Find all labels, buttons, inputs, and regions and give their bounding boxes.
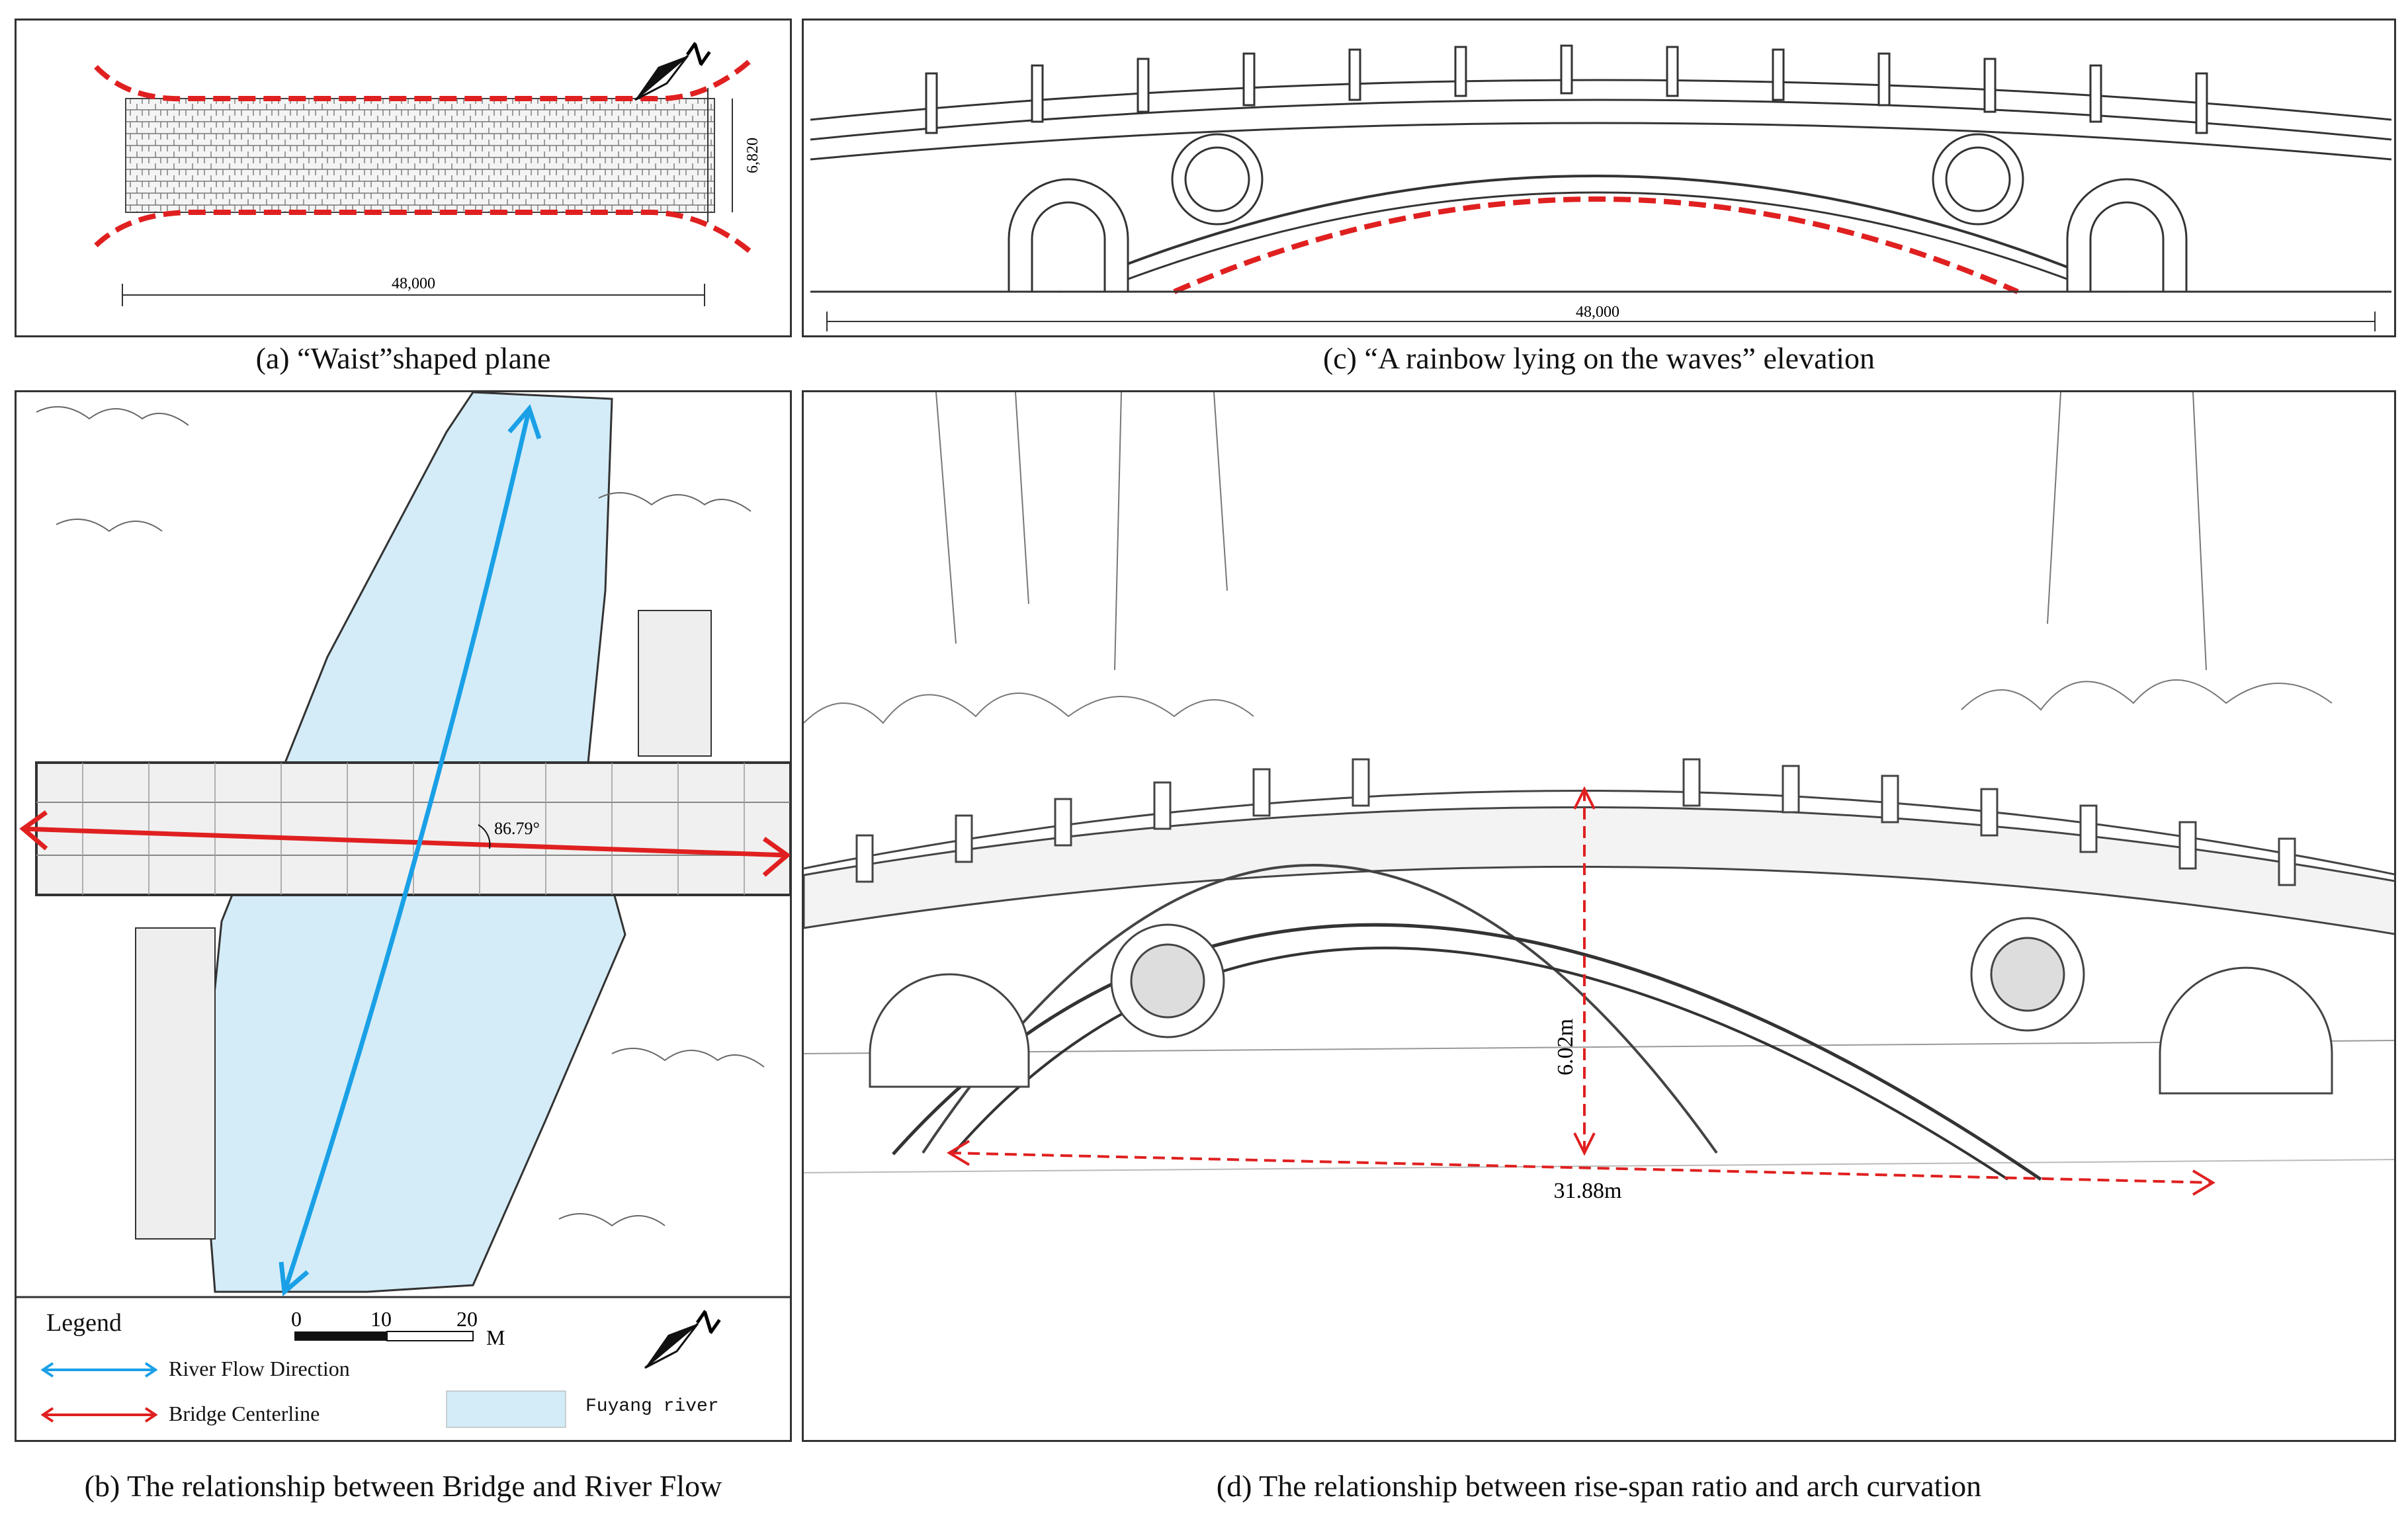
caption-a: (a) “Waist”shaped plane [255, 341, 551, 375]
rise-label: 6.02m [1553, 1019, 1578, 1075]
scale-unit: M [486, 1326, 505, 1349]
deck-paving [125, 98, 715, 213]
vegetation [36, 406, 765, 1227]
legend-centerline-label: Bridge Centerline [169, 1402, 320, 1425]
scale-bar-black [294, 1331, 387, 1341]
main-arch-outer [1058, 175, 2128, 293]
legend-flow-label: River Flow Direction [169, 1357, 350, 1380]
caption-c: (c) “A rainbow lying on the waves” eleva… [1322, 341, 1875, 375]
bridge-centerline-arrow [22, 826, 788, 858]
caption-b: (b) The relationship between Bridge and … [84, 1469, 722, 1503]
background-trees [804, 392, 2333, 724]
panel-d-sketch: 6.02m 31.88m [802, 390, 2396, 1442]
bridge-deck-side [804, 806, 2394, 935]
railing-posts-sketch [855, 758, 2296, 886]
legend-river-label: Fuyang river [585, 1396, 719, 1417]
arch-curve-dashed [1173, 196, 2019, 294]
svg-text:20: 20 [456, 1307, 478, 1331]
legend-title: Legend [46, 1309, 122, 1337]
bridge-sketch: 6.02m 31.88m [804, 392, 2394, 1203]
river-flow-arrow [282, 408, 532, 1293]
main-arch-extrados [892, 923, 2042, 1181]
caption-d: (d) The relationship between rise-span r… [1216, 1469, 1982, 1503]
railing-posts [925, 44, 2208, 134]
height-dim-label: 6,820 [744, 138, 761, 173]
angle-label: 86.79° [494, 819, 540, 838]
elevation-drawing: 48,000 [810, 44, 2392, 331]
scale-bar-white [386, 1331, 474, 1341]
legend-river-swatch [446, 1390, 566, 1428]
waist-outline-top [94, 58, 753, 102]
plan-drawing: 48,000 6,820 Z [94, 38, 761, 306]
north-label: Z [680, 38, 717, 71]
svg-text:Z: Z [690, 1306, 727, 1339]
svg-text:10: 10 [370, 1307, 392, 1331]
svg-text:0: 0 [291, 1307, 302, 1331]
span-dim-label: 48,000 [1576, 304, 1619, 321]
panel-c-elevation: 48,000 [802, 19, 2396, 337]
width-dim-label: 48,000 [392, 275, 435, 292]
main-arch-intrados [951, 947, 2009, 1181]
panel-a-plan: 48,000 6,820 Z [15, 19, 792, 337]
north-arrow-icon-b: Z [644, 1306, 727, 1369]
panel-b-site-plan: 86.79° 0 10 20 M Z Legend River Flow Dir… [15, 390, 792, 1442]
waist-outline-bottom [94, 210, 753, 255]
span-dimension-line-d [949, 1152, 2214, 1184]
span-label: 31.88m [1554, 1179, 1622, 1203]
spandrel-arches [1008, 133, 2188, 293]
site-plan-drawing: 86.79° 0 10 20 M Z [17, 392, 790, 1428]
side-arches [869, 917, 2333, 1095]
